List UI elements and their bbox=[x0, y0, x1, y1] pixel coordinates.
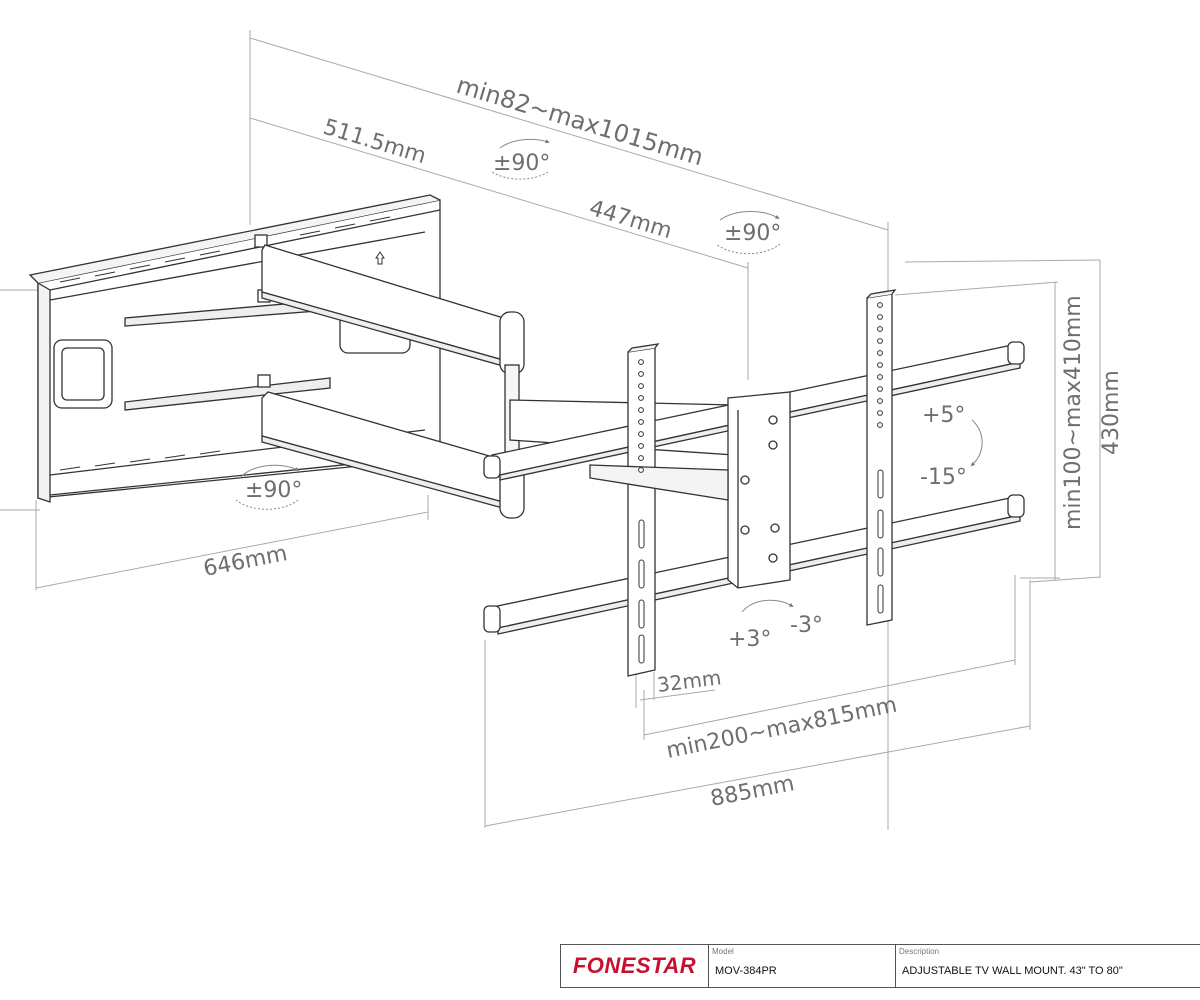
vertical-spacing-label: min100~max410mm bbox=[1061, 295, 1086, 530]
level-minus-label: -3° bbox=[790, 613, 823, 638]
swivel-wall-label: ±90° bbox=[245, 478, 302, 503]
level-plus-label: +3° bbox=[728, 627, 771, 652]
tilt-up-label: +5° bbox=[922, 403, 965, 428]
overall-depth-label: min82~max1015mm bbox=[453, 71, 706, 171]
model-cell: Model MOV-384PR bbox=[709, 945, 896, 987]
arm1-length-label: 511.5mm bbox=[320, 115, 429, 169]
description-value: ADJUSTABLE TV WALL MOUNT. 43" TO 80" bbox=[902, 965, 1123, 977]
brand-name: FONESTAR bbox=[572, 953, 697, 978]
arm2-length-label: 447mm bbox=[586, 196, 674, 244]
horizontal-spacing-label: min200~max815mm bbox=[664, 693, 899, 764]
rotation-arcs bbox=[235, 138, 983, 613]
brand-logo: FONESTAR bbox=[561, 945, 709, 987]
tv-bracket bbox=[483, 289, 1025, 677]
swivel-top-right-label: ±90° bbox=[724, 221, 781, 246]
articulating-arms bbox=[261, 244, 736, 519]
upright-holes bbox=[638, 302, 884, 664]
description-cell: Description ADJUSTABLE TV WALL MOUNT. 43… bbox=[896, 945, 1200, 987]
title-block: FONESTAR Model MOV-384PR Description ADJ… bbox=[560, 944, 1200, 988]
slot-width-label: 32mm bbox=[656, 665, 723, 697]
description-label: Description bbox=[899, 947, 940, 956]
bracket-height-label: 430mm bbox=[1099, 370, 1124, 455]
swivel-top-mid-label: ±90° bbox=[493, 151, 550, 176]
tilt-down-label: -15° bbox=[920, 465, 967, 490]
model-value: MOV-384PR bbox=[715, 965, 777, 977]
model-label: Model bbox=[712, 947, 734, 956]
technical-drawing: min82~max1015mm 511.5mm 447mm 646mm min1… bbox=[0, 30, 1124, 830]
